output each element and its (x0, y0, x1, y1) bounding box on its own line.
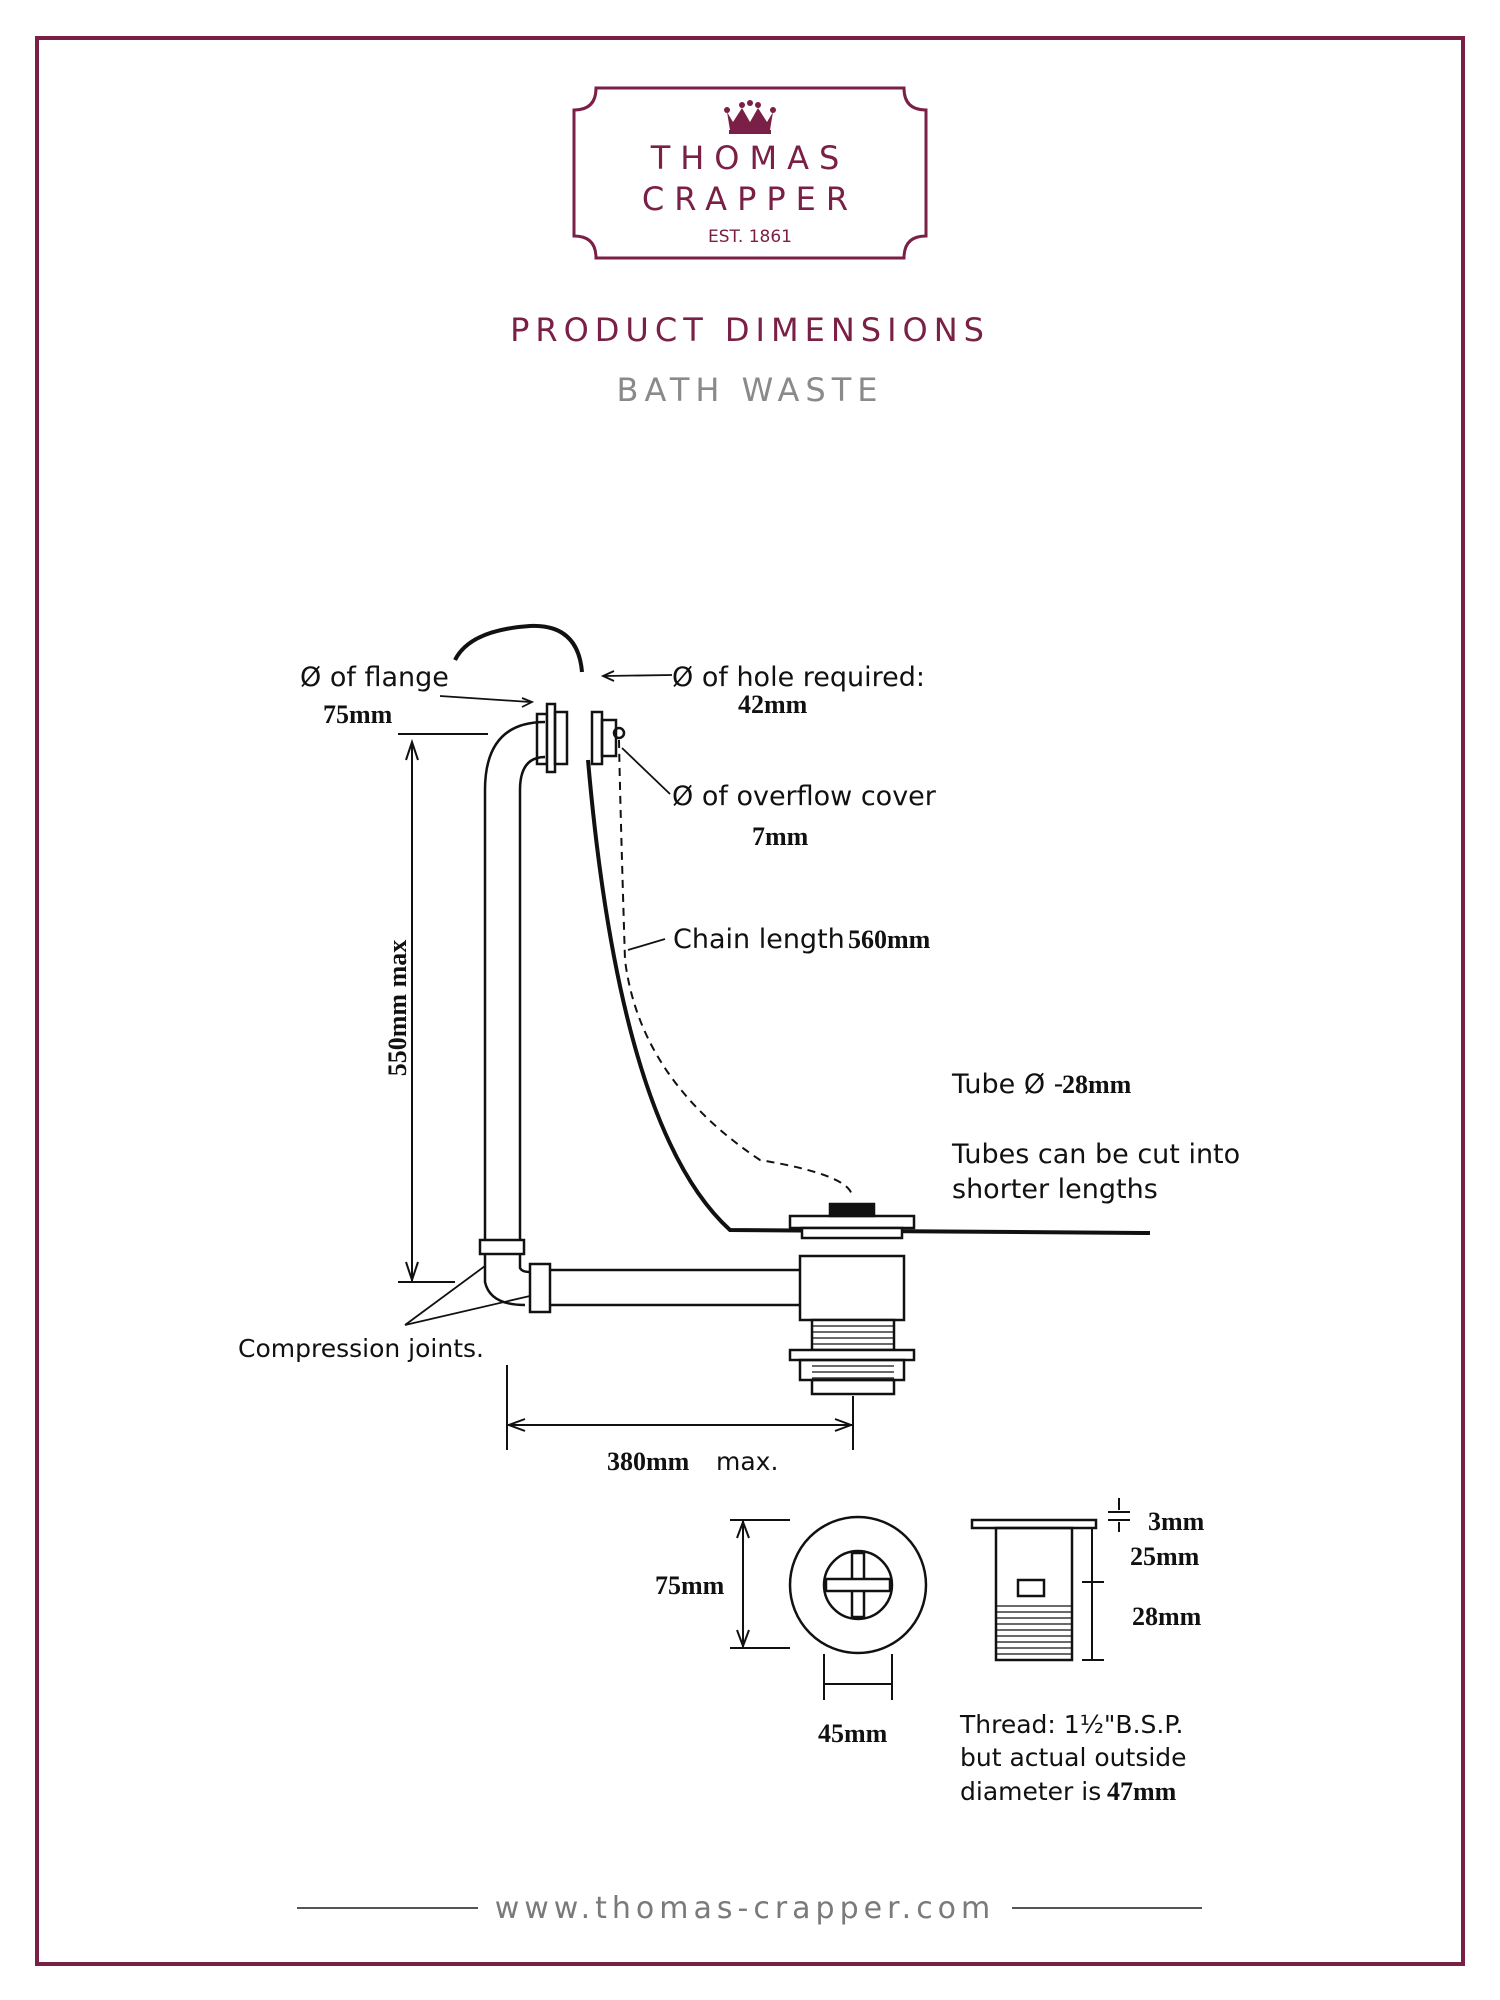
brand-logo: THOMAS CRAPPER EST. 1861 (572, 86, 928, 260)
outer-diameter-label: 75mm (655, 1571, 725, 1600)
dim-top-label: 3mm (1148, 1507, 1205, 1536)
compression-label: Compression joints. (238, 1334, 484, 1363)
bath-outline (453, 623, 584, 673)
page-title: PRODUCT DIMENSIONS (510, 311, 990, 349)
tube-label: Tube Ø - (951, 1069, 1063, 1100)
thread-value: 47mm (1107, 1777, 1177, 1806)
chain (618, 739, 853, 1197)
compression-joints (478, 1238, 800, 1314)
dim-bottom-label: 28mm (1132, 1602, 1202, 1631)
dim-mid-label: 25mm (1130, 1542, 1200, 1571)
bath-wall-curve (586, 759, 1151, 1235)
height-dimension (398, 733, 488, 1284)
width-value: 380mm (607, 1447, 690, 1476)
thread-line1: Thread: 1½"B.S.P. (959, 1710, 1183, 1739)
overflow-label: Ø of overflow cover (672, 781, 937, 812)
inner-diameter-label: 45mm (818, 1719, 888, 1748)
crown-icon (724, 100, 776, 134)
chain-value: 560mm (848, 925, 931, 954)
tube-value: 28mm (1062, 1070, 1132, 1099)
footer-url[interactable]: www.thomas-crapper.com (495, 1891, 996, 1926)
width-suffix: max. (716, 1447, 778, 1476)
outer-diameter-dimension (730, 1519, 790, 1649)
flange-label: Ø of flange (300, 662, 449, 693)
overflow-value: 7mm (752, 822, 809, 851)
tubes-note-line2: shorter lengths (952, 1174, 1158, 1205)
chain-label: Chain length (673, 924, 845, 955)
brand-name-line2: CRAPPER (642, 180, 858, 218)
height-label: 550mm max (383, 940, 412, 1076)
leader-lines (404, 670, 673, 1326)
overflow-cover (590, 710, 626, 766)
width-dimension (506, 1365, 854, 1450)
bath-waste-diagram (398, 623, 1151, 1450)
hole-label: Ø of hole required: (672, 662, 925, 693)
thread-line2: but actual outside (960, 1743, 1187, 1772)
page-border (35, 36, 1465, 1966)
thread-line3: diameter is (960, 1777, 1101, 1806)
brand-established: EST. 1861 (708, 227, 792, 247)
plug-side-view (970, 1498, 1130, 1662)
brand-name-line1: THOMAS (650, 139, 850, 177)
inner-diameter-dimension (823, 1654, 893, 1700)
page-subtitle: BATH WASTE (617, 371, 884, 409)
waste-body (788, 1202, 916, 1396)
side-dimensions (1082, 1498, 1130, 1661)
overflow-pipe (483, 702, 569, 1240)
plug-top-view (730, 1515, 928, 1700)
hole-value: 42mm (738, 690, 808, 719)
flange-value: 75mm (323, 700, 393, 729)
tubes-note-line1: Tubes can be cut into (951, 1139, 1240, 1170)
